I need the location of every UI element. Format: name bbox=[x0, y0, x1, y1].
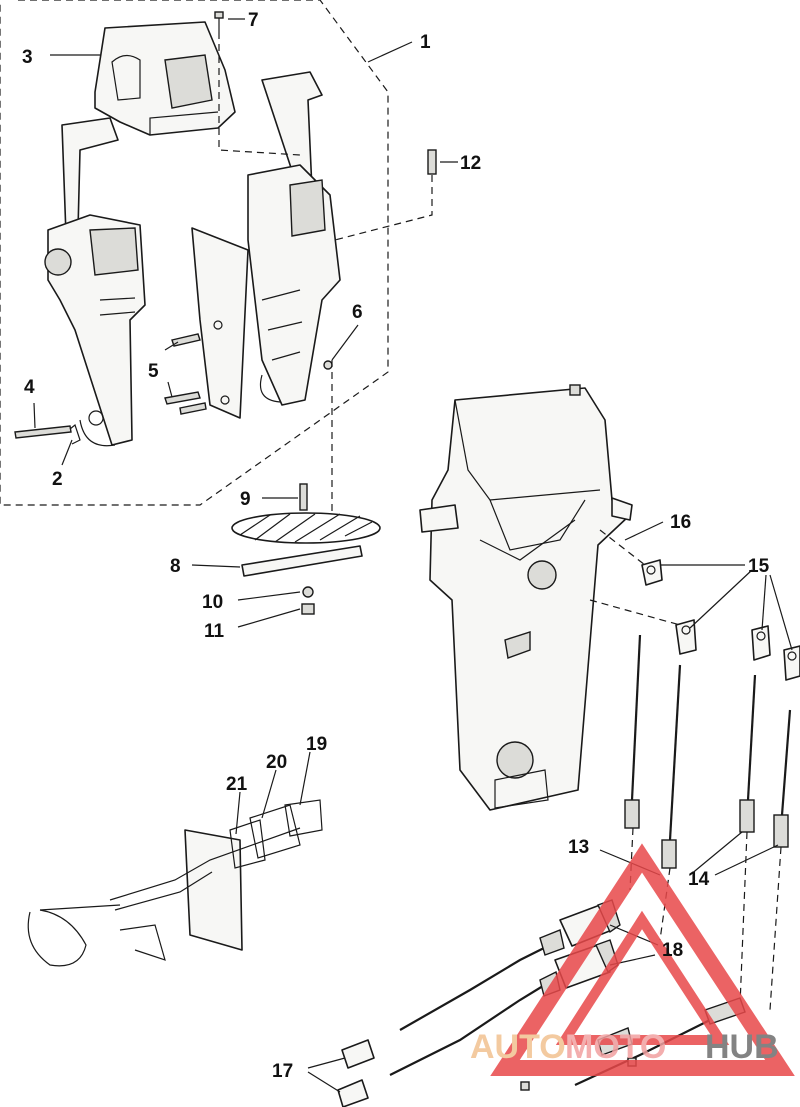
main-housing bbox=[419, 384, 633, 811]
callout-19: 19 bbox=[306, 734, 327, 755]
screw-part-12 bbox=[427, 149, 437, 175]
callout-11: 11 bbox=[204, 621, 225, 642]
watermark-auto: AUTO bbox=[470, 1028, 566, 1066]
callout-13: 13 bbox=[568, 837, 589, 858]
screws-part-5 bbox=[164, 333, 207, 415]
callout-4: 4 bbox=[24, 377, 35, 398]
leader-lines bbox=[33, 18, 793, 1093]
callout-6: 6 bbox=[352, 302, 363, 323]
callout-10: 10 bbox=[202, 592, 223, 613]
right-control-unit bbox=[247, 71, 341, 406]
center-plate bbox=[191, 227, 249, 419]
watermark-hub: HUB bbox=[705, 1028, 779, 1066]
left-control-unit bbox=[44, 117, 146, 447]
callout-labels: 1 2 3 4 5 6 7 8 9 10 11 12 13 14 15 16 1… bbox=[22, 10, 770, 1082]
callout-7: 7 bbox=[248, 10, 259, 31]
callout-14: 14 bbox=[688, 869, 710, 890]
cable-rods-13-14 bbox=[624, 634, 792, 869]
callout-16: 16 bbox=[670, 512, 691, 533]
callout-3: 3 bbox=[22, 47, 33, 68]
top-cover bbox=[94, 21, 236, 136]
callout-18: 18 bbox=[662, 940, 683, 961]
nut-part-6 bbox=[323, 360, 333, 370]
callout-17: 17 bbox=[272, 1061, 293, 1082]
assembly-boundary-dashed bbox=[0, 0, 389, 506]
bolt-part-4 bbox=[14, 425, 72, 439]
callout-8: 8 bbox=[170, 556, 181, 577]
gasket-part-8-9 bbox=[231, 483, 381, 577]
callout-12: 12 bbox=[460, 153, 481, 174]
callout-20: 20 bbox=[266, 752, 287, 773]
nut-part-10-11 bbox=[301, 586, 315, 615]
screw-part-7 bbox=[214, 11, 224, 32]
watermark-moto: MOTO bbox=[565, 1028, 666, 1066]
watermark-logo: AUTO MOTO HUB bbox=[470, 843, 795, 1076]
callout-15: 15 bbox=[748, 556, 770, 577]
callout-1: 1 bbox=[420, 32, 431, 53]
callout-5: 5 bbox=[148, 361, 159, 382]
callout-21: 21 bbox=[226, 774, 248, 795]
callout-2: 2 bbox=[52, 469, 63, 490]
clevis-ends-part-15 bbox=[641, 559, 800, 681]
callout-9: 9 bbox=[240, 489, 251, 510]
lower-left-linkage-19-21 bbox=[27, 799, 323, 967]
